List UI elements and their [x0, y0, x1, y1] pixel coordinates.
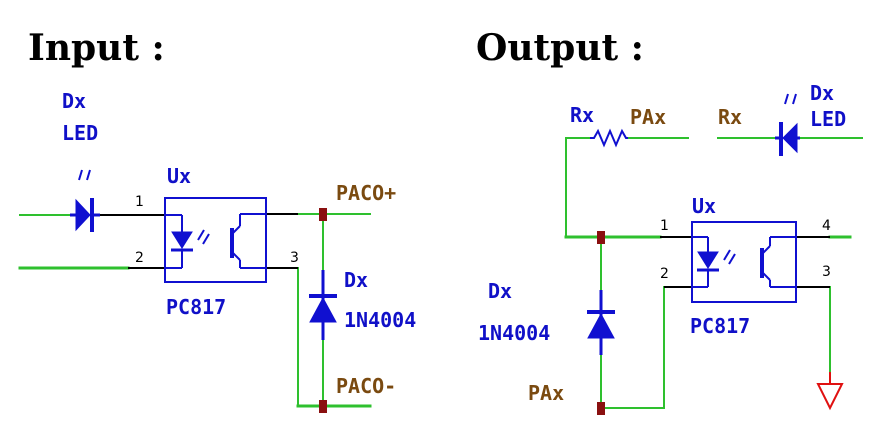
output-pin3: 3 [822, 264, 831, 280]
output-diode-ref: Dx [488, 279, 512, 303]
input-optocoupler-symbol-icon [164, 197, 267, 283]
output-opto-part: PC817 [690, 314, 750, 338]
output-pin2: 2 [660, 266, 669, 282]
output-res2-ref: Rx [718, 105, 742, 129]
output-node-bottom [597, 402, 605, 415]
input-pin1: 1 [135, 194, 144, 210]
output-diode-symbol-icon [587, 290, 615, 355]
output-circuit: Rx PAx Rx Dx LED Ux PC817 Dx 1N4004 PAx … [478, 81, 863, 415]
input-diode-part: 1N4004 [344, 308, 416, 332]
output-diode-part: 1N4004 [478, 321, 550, 345]
output-optocoupler-symbol-icon [691, 221, 797, 303]
input-opto-part: PC817 [166, 295, 226, 319]
input-diode-symbol-icon [309, 270, 337, 340]
output-led-type: LED [810, 107, 846, 131]
output-led-ref: Dx [810, 81, 834, 105]
output-led-symbol-icon [775, 93, 800, 156]
output-net-top: PAx [630, 105, 666, 129]
input-net-pos: PACO+ [336, 181, 396, 205]
input-led-type: LED [62, 121, 98, 145]
output-opto-ref: Ux [692, 194, 716, 218]
output-heading: Output : [476, 27, 644, 69]
ground-symbol-icon [816, 383, 844, 411]
output-pin4: 4 [822, 218, 831, 234]
input-led-ref: Dx [62, 89, 86, 113]
input-pin2: 2 [135, 250, 144, 266]
input-led-symbol-icon [70, 169, 100, 232]
output-resistor-symbol-icon [590, 128, 628, 148]
output-net-bottom: PAx [528, 381, 564, 405]
input-net-neg: PACO- [336, 374, 396, 398]
output-node-top [597, 231, 605, 244]
input-node-top [319, 208, 327, 221]
input-pin3: 3 [290, 250, 299, 266]
input-heading: Input : [28, 27, 165, 69]
input-opto-ref: Ux [167, 164, 191, 188]
input-circuit: Dx LED Ux PC817 PACO+ PACO- Dx 1N4004 1 … [18, 89, 416, 413]
input-node-bottom [319, 400, 327, 413]
output-pin1: 1 [660, 218, 669, 234]
output-res-ref: Rx [570, 103, 594, 127]
input-diode-ref: Dx [344, 268, 368, 292]
